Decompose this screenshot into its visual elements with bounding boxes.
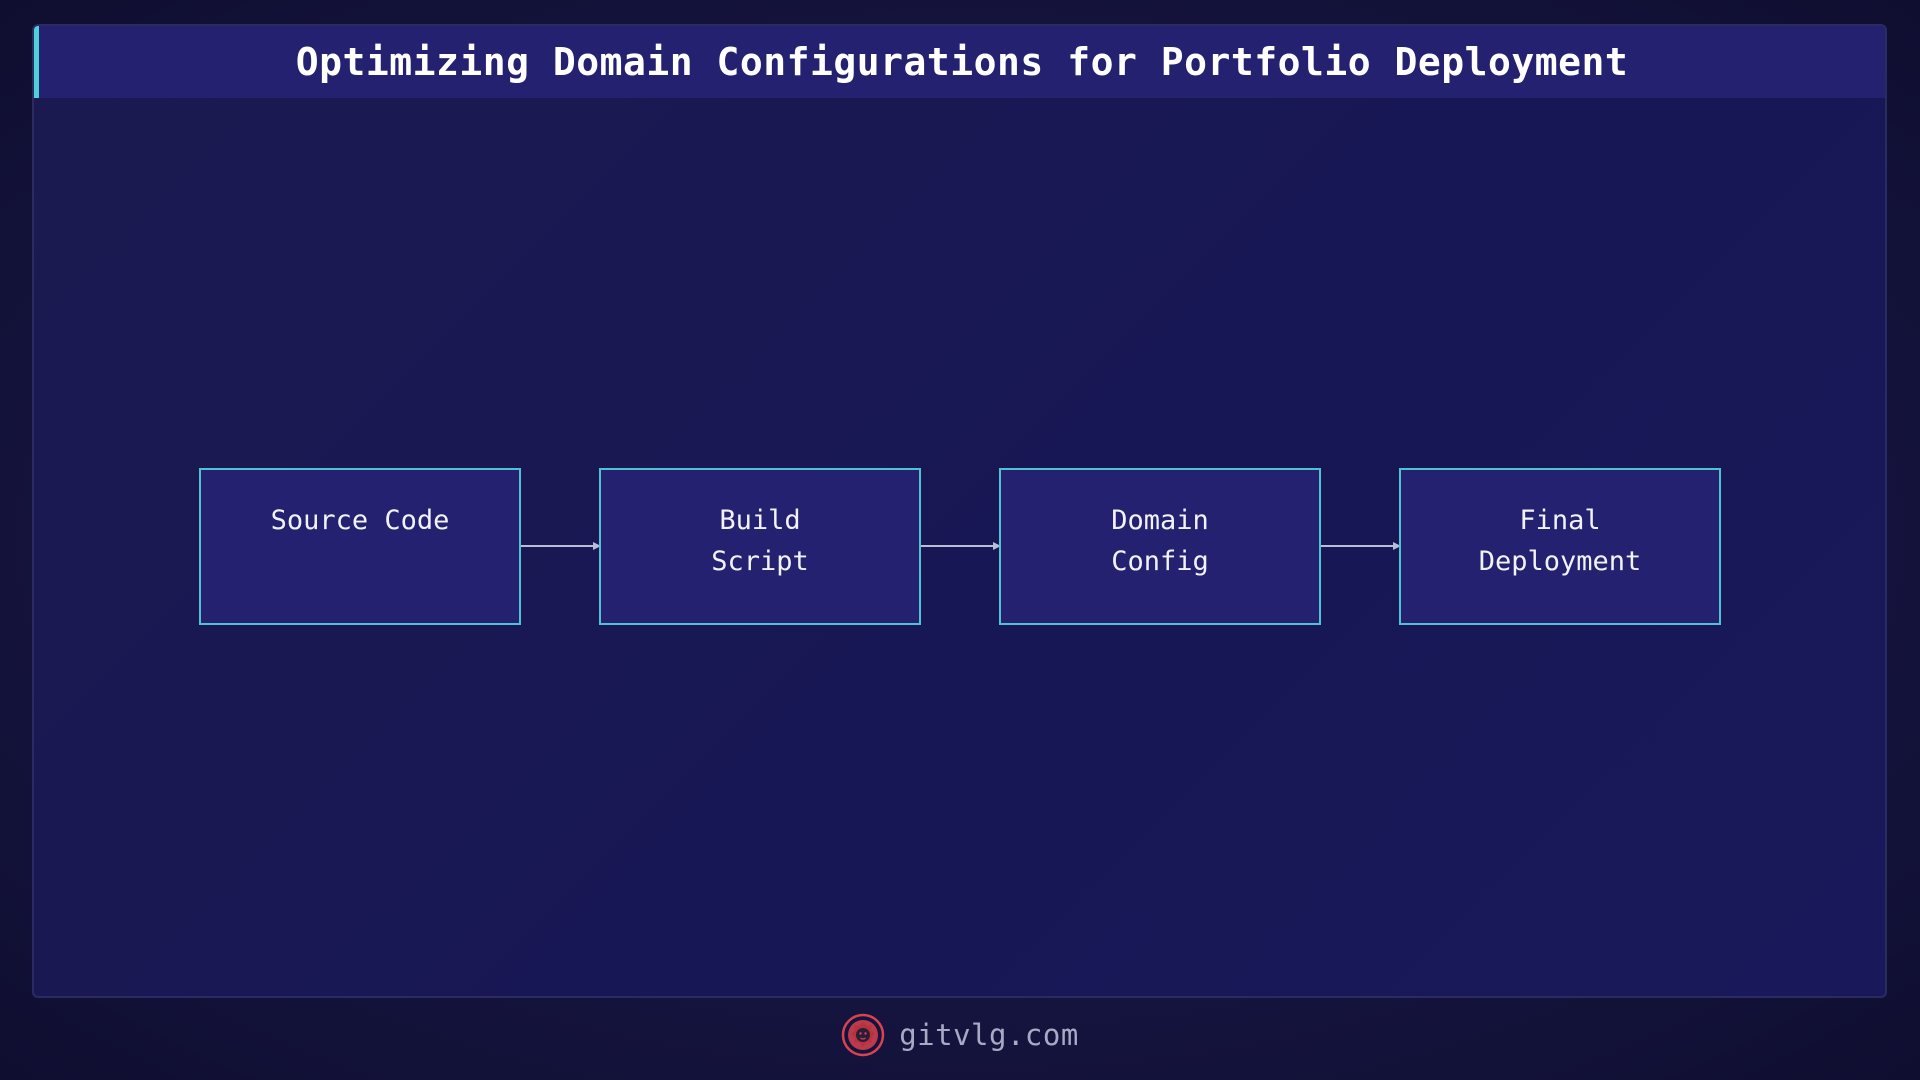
footer-site-link[interactable]: gitvlg.com [899,1018,1079,1052]
footer: gitvlg.com [0,1010,1920,1060]
lion-logo-icon [841,1013,885,1057]
node-source-code: Source Code [199,468,521,625]
diagram-title: Optimizing Domain Configurations for Por… [295,40,1629,84]
node-domain-config: Domain Config [999,468,1321,625]
node-build-script: Build Script [599,468,921,625]
node-final-deployment: Final Deployment [1399,468,1721,625]
title-bar: Optimizing Domain Configurations for Por… [34,26,1885,98]
